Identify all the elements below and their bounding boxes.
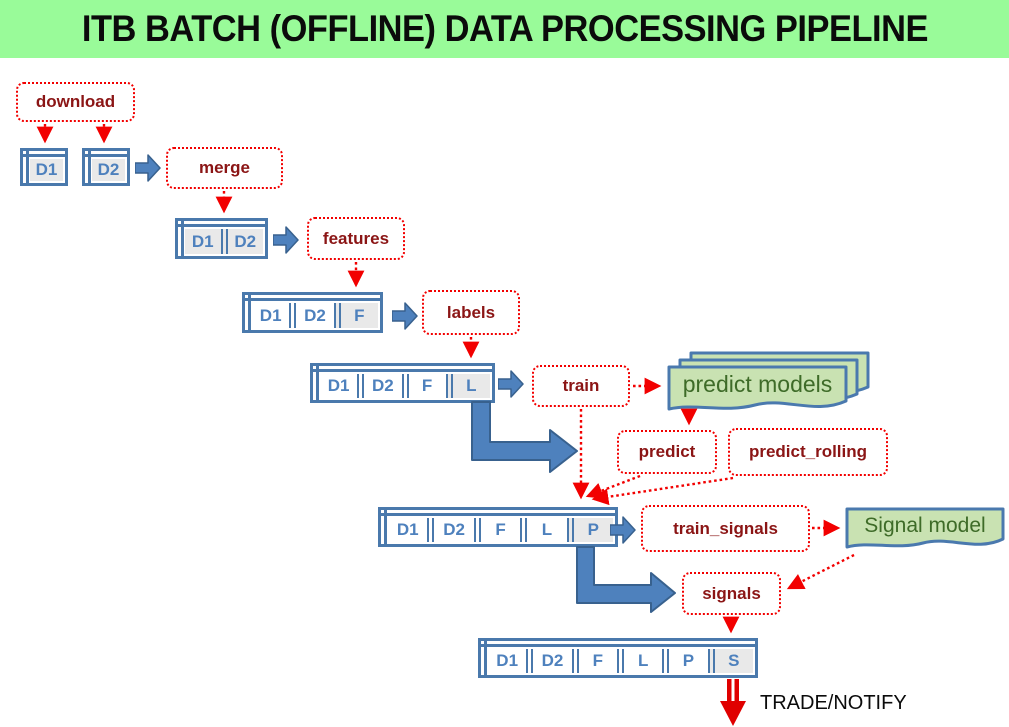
document-shape-icon [845, 507, 1005, 549]
step-download-label: download [35, 92, 116, 111]
table-grid-line [248, 295, 251, 330]
signal-model-label: Signal model [864, 514, 986, 537]
document-shape-icon [667, 365, 848, 411]
table-grid-line [481, 644, 755, 647]
table-grid-line [313, 369, 492, 372]
header-bar: ITB BATCH (OFFLINE) DATA PROCESSING PIPE… [0, 0, 1009, 58]
table-cell-f: F [571, 649, 617, 673]
step-predict: predict [617, 430, 717, 474]
table-grid-line [26, 151, 29, 183]
table-cell-l: L [616, 649, 662, 673]
table-cell-l: L [445, 374, 490, 398]
step-merge-label: merge [198, 158, 251, 177]
table-grid-line [181, 221, 184, 256]
table-cell-d2: D2 [289, 303, 333, 328]
predict-models-shape: predict models [667, 351, 873, 421]
table-d1d2f: D1 D2 F [242, 292, 383, 333]
signal-model-shape: Signal model [845, 507, 1005, 555]
connector-predict-ptable [585, 474, 641, 499]
table-d1d2: D1 D2 [175, 218, 268, 259]
table-grid-line [88, 151, 91, 183]
step-predict-rolling: predict_rolling [728, 428, 888, 476]
table-cell-d1: D1 [327, 376, 350, 395]
table-cell-l: L [520, 518, 566, 542]
flow-arrow-icon [273, 226, 299, 254]
page-title: ITB BATCH (OFFLINE) DATA PROCESSING PIPE… [81, 8, 928, 49]
step-features-label: features [322, 228, 390, 248]
step-train-signals: train_signals [641, 505, 810, 552]
table-grid-line [85, 154, 127, 157]
table-cell-d2: D2 [220, 229, 263, 254]
table-grid-line [384, 510, 387, 544]
table-d1: D1 [20, 148, 68, 186]
table-grid-line [316, 366, 319, 400]
step-train: train [532, 365, 630, 407]
step-predict-label: predict [638, 442, 696, 461]
flow-arrow-icon [498, 370, 524, 398]
table-cell-d2: D2 [92, 159, 125, 181]
step-train-label: train [562, 376, 600, 395]
table-cell-d1: D1 [259, 305, 282, 325]
table-cell-d1: D1 [30, 159, 63, 181]
step-labels: labels [422, 290, 520, 335]
flow-arrow-icon [610, 516, 636, 544]
table-cell-p: P [566, 518, 614, 542]
step-download: download [16, 82, 135, 122]
connector-signalmodel-signals [786, 553, 855, 590]
step-predict-rolling-label: predict_rolling [748, 442, 868, 461]
table-cell-s: S [707, 649, 753, 673]
elbow-arrow-icon [471, 401, 578, 473]
flow-arrow-icon [392, 302, 418, 330]
table-cell-d1: D1 [396, 520, 419, 539]
trade-arrow-icon [720, 679, 746, 726]
step-train-signals-label: train_signals [673, 518, 778, 538]
table-cell-p: P [662, 649, 707, 673]
step-signals-label: signals [702, 583, 761, 603]
step-labels-label: labels [446, 302, 496, 322]
table-d1d2fl: D1 D2 F L [310, 363, 495, 403]
connector-predictrolling-ptable [591, 476, 734, 506]
table-cell-d2: D2 [427, 518, 473, 542]
table-grid-line [245, 298, 380, 301]
table-cell-d1: D1 [496, 651, 519, 670]
flow-arrow-icon [135, 154, 161, 182]
predict-models-label: predict models [682, 370, 833, 397]
table-cell-f: F [333, 303, 378, 328]
step-signals: signals [682, 572, 781, 615]
table-cell-d2: D2 [526, 649, 571, 673]
table-cell-d1: D1 [185, 229, 221, 254]
step-merge: merge [166, 147, 283, 189]
table-cell-f: F [401, 374, 446, 398]
table-cell-f: F [473, 518, 520, 542]
table-grid-line [381, 513, 615, 516]
table-d1d2flp: D1 D2 F L P [378, 507, 618, 547]
table-grid-line [23, 154, 65, 157]
table-grid-line [484, 641, 487, 675]
step-features: features [307, 217, 405, 260]
table-d2: D2 [82, 148, 130, 186]
elbow-arrow-icon [576, 546, 676, 613]
trade-notify-label: TRADE/NOTIFY [760, 692, 907, 714]
table-grid-line [178, 224, 265, 227]
table-d1d2flps: D1 D2 F L P S [478, 638, 758, 678]
table-cell-d2: D2 [357, 374, 401, 398]
